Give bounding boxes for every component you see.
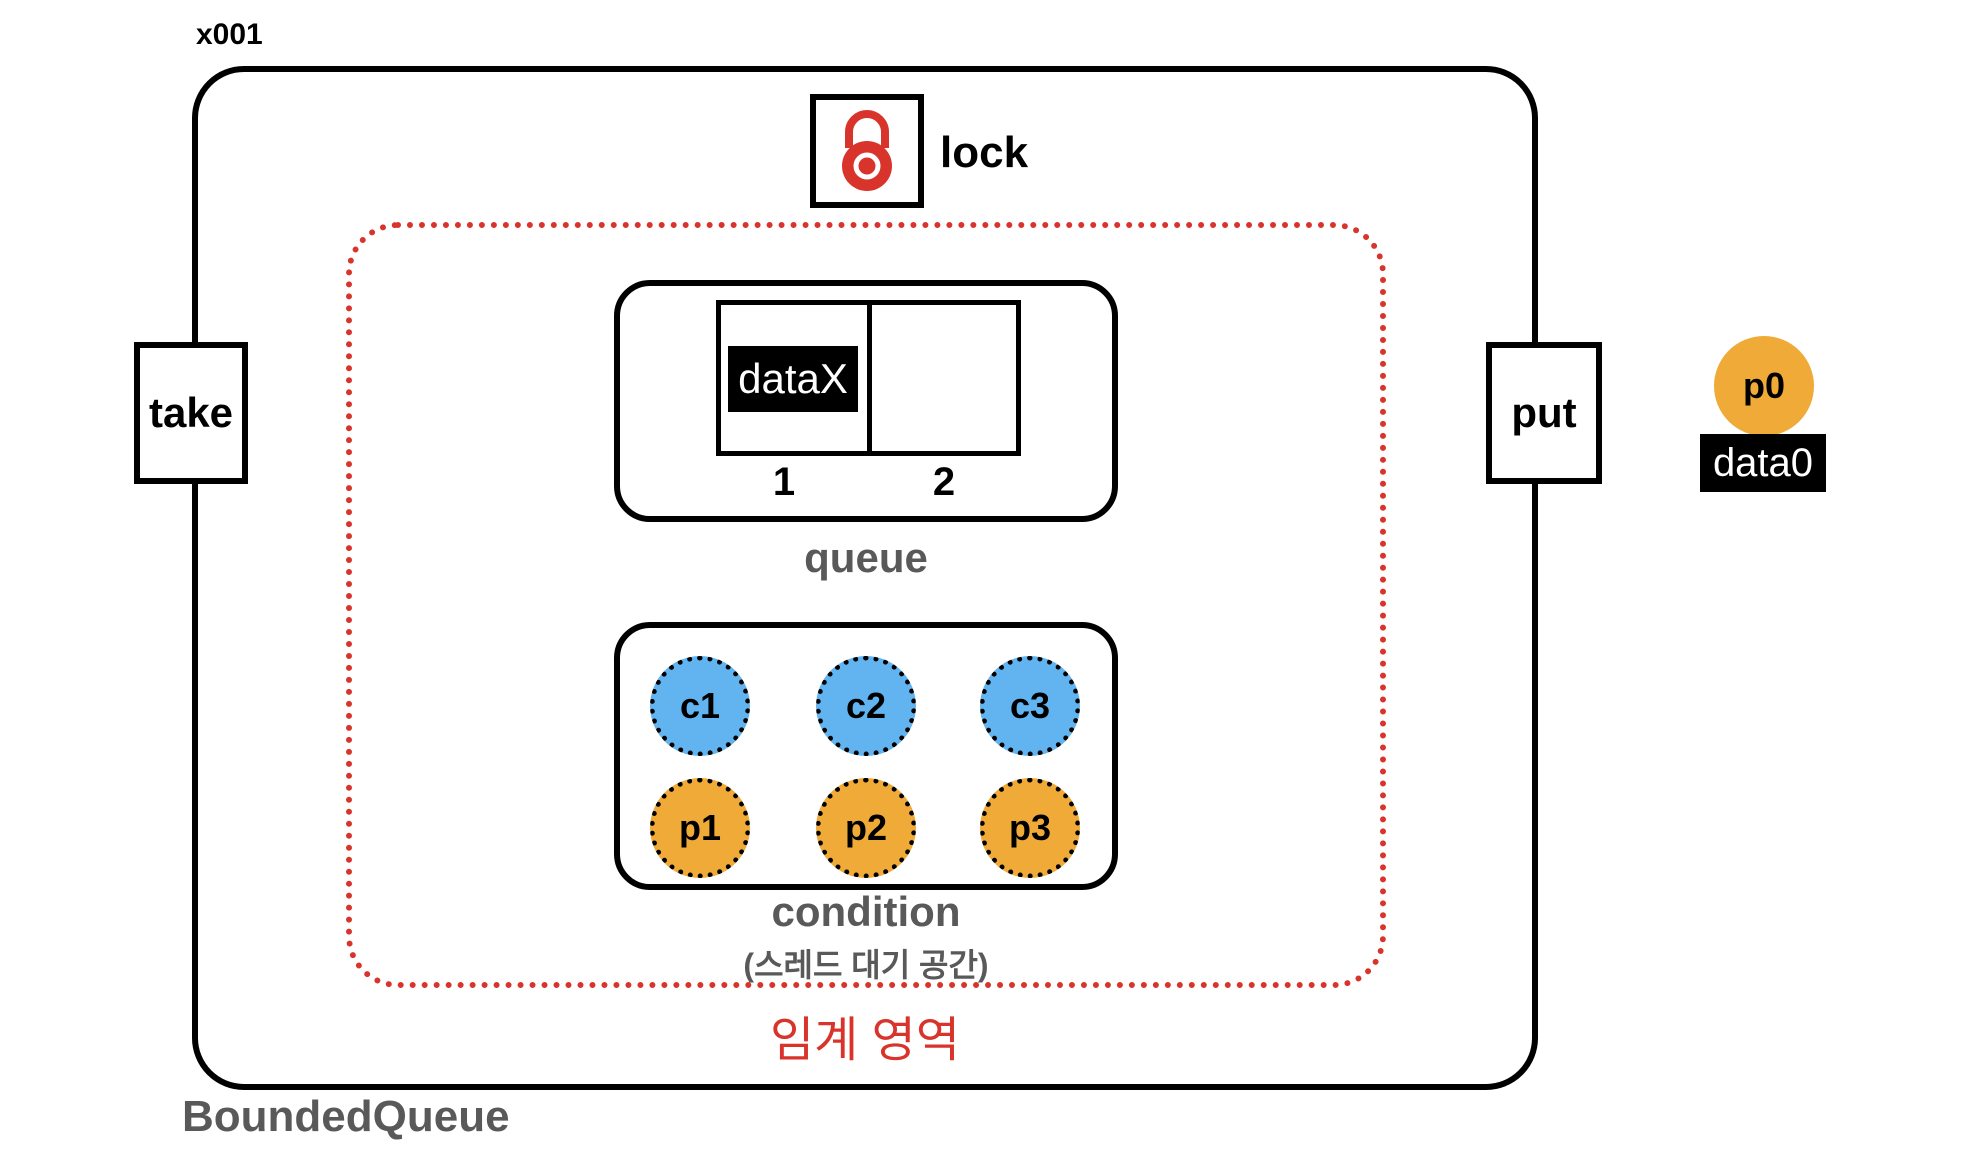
bounded-queue-container	[192, 66, 1538, 1090]
producer-thread-p2: p2	[816, 778, 916, 878]
queue-container	[614, 280, 1118, 522]
condition-label: condition	[771, 888, 961, 935]
take-method-box: take	[134, 342, 248, 484]
lock-label: lock	[940, 128, 1029, 177]
consumer-thread-c1: c1	[650, 656, 750, 756]
producer-thread-p3: p3	[980, 778, 1080, 878]
put-method-box: put	[1486, 342, 1602, 484]
lock-box	[810, 94, 924, 208]
producer-thread-p0: p0	[1714, 336, 1814, 436]
producer-thread-p1: p1	[650, 778, 750, 878]
instance-address: x001	[196, 18, 263, 51]
consumer-thread-c2: c2	[816, 656, 916, 756]
critical-section-border	[346, 222, 1386, 988]
queue-label: queue	[804, 534, 928, 581]
slot-index-2: 2	[932, 460, 956, 504]
consumer-thread-c3: c3	[980, 656, 1080, 756]
padlock-icon	[842, 110, 892, 191]
condition-sublabel: (스레드 대기 공간)	[743, 947, 989, 983]
queue-slot-2	[867, 300, 1021, 456]
condition-container	[614, 622, 1118, 890]
queue-item-dataX: dataX	[728, 346, 858, 412]
critical-section-label: 임계 영역	[770, 1014, 960, 1067]
data-item-data0: data0	[1700, 434, 1826, 492]
bounded-queue-label: BoundedQueue	[182, 1092, 510, 1141]
slot-index-1: 1	[772, 460, 796, 504]
